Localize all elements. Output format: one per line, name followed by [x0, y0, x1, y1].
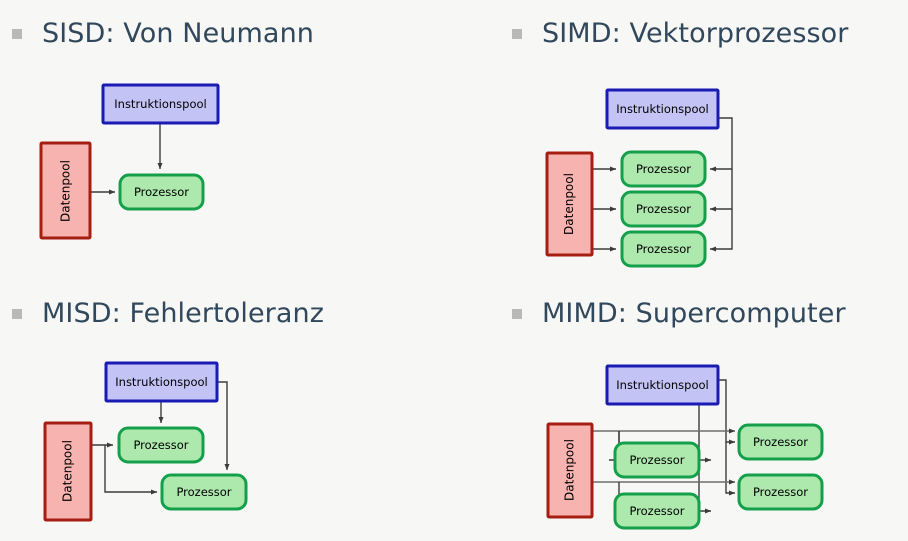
processor-box-1: Prozessor: [620, 150, 707, 188]
simd-svg: Instruktionspool Datenpool Prozessor Pro…: [545, 88, 733, 268]
instruction-pool-label: Instruktionspool: [115, 375, 207, 389]
processor-label: Prozessor: [134, 185, 189, 199]
processor-box-mid-2: Prozessor: [613, 492, 701, 530]
processor-box-1: Prozessor: [117, 426, 205, 464]
instruction-pool-box: Instruktionspool: [104, 361, 219, 403]
processor-box-2: Prozessor: [160, 473, 248, 511]
diagram-sisd: Instruktionspool Datenpool Prozessor: [0, 70, 454, 270]
diagram-mimd: Instruktionspool Datenpool Prozessor Pro…: [454, 350, 908, 541]
square-bullet-icon: [12, 308, 22, 319]
heading-mimd: MIMD: Supercomputer: [512, 300, 846, 327]
diagram-misd: Instruktionspool Datenpool Prozessor Pro…: [0, 350, 454, 541]
processor-label: Prozessor: [636, 242, 691, 256]
processor-box-2: Prozessor: [620, 190, 707, 228]
processor-label: Prozessor: [176, 485, 231, 499]
diagram-simd: Instruktionspool Datenpool Prozessor Pro…: [454, 70, 908, 280]
processor-label: Prozessor: [629, 453, 684, 467]
processor-box-right-2: Prozessor: [737, 473, 824, 511]
arrow-data-to-processor-2: [104, 445, 158, 495]
arrow-instruction-to-processor-2: [709, 169, 733, 212]
misd-svg: Instruktionspool Datenpool Prozessor Pro…: [43, 361, 248, 522]
processor-box-3: Prozessor: [620, 230, 707, 268]
data-pool-box: Datenpool: [546, 422, 594, 519]
data-pool-label: Datenpool: [59, 160, 73, 222]
square-bullet-icon: [512, 308, 522, 319]
heading-misd-text: MISD: Fehlertoleranz: [42, 298, 325, 329]
arrow-instruction-to-processor-2: [217, 381, 230, 471]
data-pool-label: Datenpool: [563, 439, 577, 501]
instruction-pool-box: Instruktionspool: [101, 83, 220, 125]
processor-box-mid-1: Prozessor: [613, 441, 701, 479]
instruction-pool-label: Instruktionspool: [114, 97, 206, 111]
heading-sisd-text: SISD: Von Neumann: [42, 18, 314, 49]
instruction-pool-box: Instruktionspool: [605, 88, 720, 130]
heading-simd-text: SIMD: Vektorprozessor: [542, 18, 849, 49]
data-pool-box: Datenpool: [43, 421, 93, 522]
square-bullet-icon: [512, 28, 522, 39]
data-pool-label: Datenpool: [61, 440, 75, 502]
data-pool-box: Datenpool: [545, 151, 594, 257]
heading-misd: MISD: Fehlertoleranz: [12, 300, 324, 327]
processor-label: Prozessor: [636, 162, 691, 176]
mimd-svg: Instruktionspool Datenpool Prozessor Pro…: [546, 364, 824, 530]
square-bullet-icon: [12, 28, 22, 39]
arrow-instruction-to-processor-right-1: [718, 379, 736, 445]
processor-label: Prozessor: [629, 504, 684, 518]
processor-label: Prozessor: [753, 435, 808, 449]
processor-label: Prozessor: [636, 202, 691, 216]
arrow-instruction-to-processor-mid-2: [698, 460, 712, 514]
arrow-instruction-to-processor-right-2: [725, 442, 736, 496]
processor-label: Prozessor: [753, 485, 808, 499]
instruction-pool-box: Instruktionspool: [605, 364, 720, 406]
processor-box-right-1: Prozessor: [737, 423, 824, 461]
heading-sisd: SISD: Von Neumann: [12, 20, 314, 47]
arrow-instruction-to-processor-mid-1: [698, 404, 712, 463]
sisd-svg: Instruktionspool Datenpool Prozessor: [39, 83, 220, 240]
instruction-pool-label: Instruktionspool: [616, 102, 708, 116]
heading-mimd-text: MIMD: Supercomputer: [542, 298, 846, 329]
processor-box-1: Prozessor: [118, 173, 205, 211]
processor-label: Prozessor: [133, 438, 188, 452]
heading-simd: SIMD: Vektorprozessor: [512, 20, 849, 47]
data-pool-box: Datenpool: [39, 141, 92, 240]
arrow-instruction-to-processor-3: [709, 209, 733, 252]
instruction-pool-label: Instruktionspool: [616, 378, 708, 392]
arrow-instruction-to-processor-1: [709, 117, 733, 172]
data-pool-label: Datenpool: [562, 173, 576, 235]
